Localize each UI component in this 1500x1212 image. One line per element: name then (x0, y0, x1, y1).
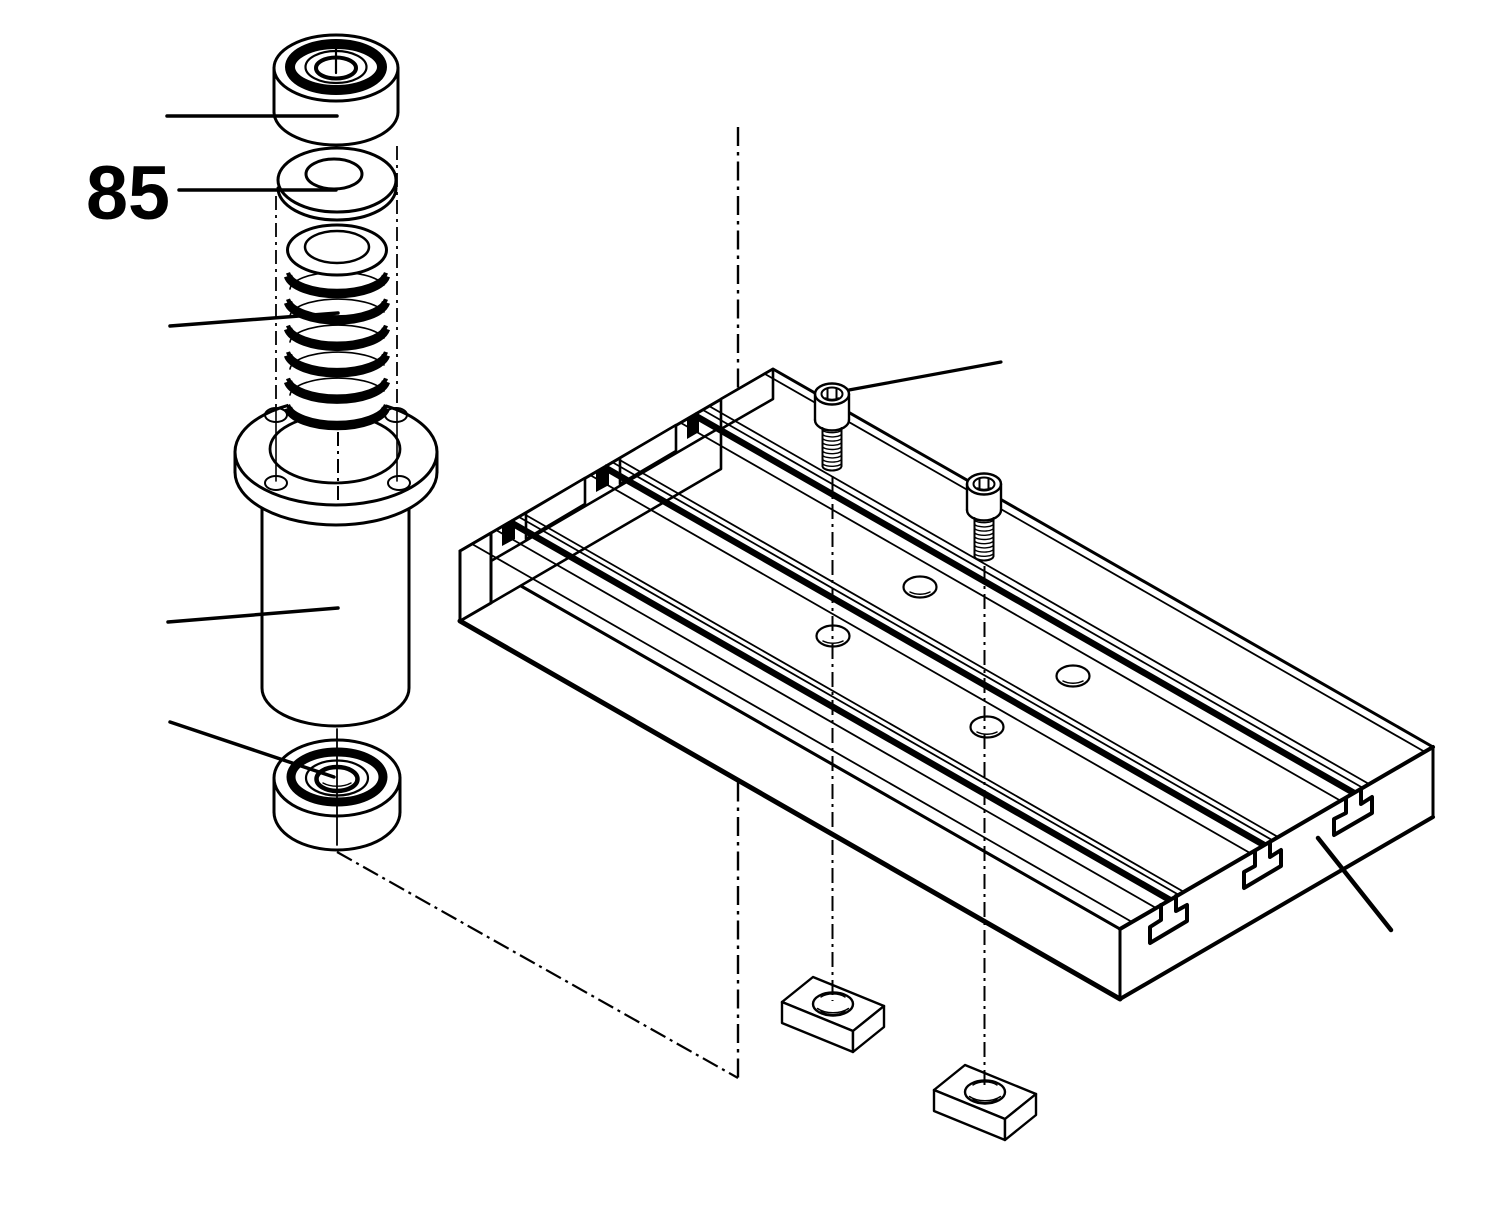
housing-body-outline (260, 503, 411, 728)
housing-flange (233, 397, 439, 527)
plate-bottom-front-edge (457, 618, 1123, 1002)
coil-arc-lite (286, 271, 388, 293)
slot-edge-line (617, 458, 1279, 838)
slot-edge-line (589, 474, 1251, 854)
slot-edge-line (518, 516, 1180, 896)
slot-edge-line (495, 529, 1157, 909)
coil-arc-lite (286, 298, 388, 320)
t-slot-3 (495, 513, 1185, 909)
coil-arc-dark (283, 379, 391, 404)
spring-top-outer (286, 223, 388, 277)
screw-axis-centerlines (831, 476, 986, 1089)
left-end-slot2-slit (596, 465, 609, 492)
slot-edge-line (702, 409, 1364, 789)
left-end-land1-face (618, 423, 678, 486)
slot-edge-line (708, 405, 1370, 785)
slot-edge-line (611, 461, 1273, 841)
coil-arc-dark (283, 300, 391, 325)
leader-plate-end (1315, 835, 1394, 933)
housing-body-fill (262, 505, 409, 726)
coil-arc-dark (283, 327, 391, 352)
t-slot-1 (680, 405, 1370, 802)
coil-arc-dark (283, 353, 391, 378)
leader-lines (165, 114, 1394, 933)
leader-housing-body (166, 606, 340, 624)
coil-arc-lite (286, 351, 388, 373)
bearing-bottom-edge (272, 110, 400, 147)
housing-body (260, 503, 411, 728)
leader-spring (168, 311, 340, 328)
slot-groove-band (692, 412, 1356, 796)
leader-bottom-bearing (168, 720, 336, 779)
plate-hole (1055, 664, 1091, 688)
washer-85 (276, 146, 398, 222)
plate-hole (969, 715, 1005, 739)
bottom-bearing (272, 728, 402, 852)
spring-front-coils (283, 271, 391, 431)
coil-arc-lite (286, 324, 388, 346)
coil-arc-dark (283, 406, 391, 431)
plate-hole-inner-arc (976, 731, 998, 735)
plate-hole (902, 575, 938, 599)
slot-edge-line (523, 513, 1185, 893)
plate-end-bottom-edge (1118, 815, 1435, 1001)
callout-85-label: 85 (86, 151, 170, 236)
t-slot-2 (589, 458, 1279, 854)
slot-edge-line (680, 422, 1342, 802)
flange-bottom-edge (233, 470, 439, 527)
diagonal-centerline (336, 851, 739, 1079)
bearing-bottom-edge (272, 810, 402, 852)
t-slot-profile-3 (1148, 894, 1189, 945)
plate-hole-inner-arc (909, 591, 931, 595)
bolt-circle-centerlines (275, 146, 398, 482)
washer-top-fill (278, 148, 396, 212)
t-slot-end-profiles (1148, 787, 1374, 945)
top-bearing (272, 33, 400, 147)
flange-bolt-hole (387, 475, 411, 491)
plate-hole-inner-arc (1062, 680, 1084, 684)
plate-end-top-edge (1118, 745, 1435, 931)
t-slot-profile-2 (1242, 840, 1283, 890)
bearing-outer-edge (272, 33, 400, 103)
coil-arc-dark (283, 274, 391, 299)
back-edge-inner-line (764, 373, 1426, 753)
t-slot-plate (457, 367, 1435, 1002)
front-edge-inner-line (471, 543, 1133, 923)
spindle-assembly (233, 33, 439, 852)
t-slot-profile-1 (1332, 787, 1374, 837)
washer-top-edge (276, 146, 398, 214)
spring-top-inner (303, 229, 371, 265)
coil-arc-lite (286, 377, 388, 399)
plate-hole-inner-arc (822, 640, 844, 644)
compression-spring (283, 223, 391, 431)
coil-arc-lite (286, 403, 388, 425)
slot-groove-band (602, 464, 1266, 848)
leader-cap-screw (847, 360, 1003, 392)
slot-groove-band (508, 519, 1172, 903)
washer-bottom-edge (276, 186, 398, 222)
